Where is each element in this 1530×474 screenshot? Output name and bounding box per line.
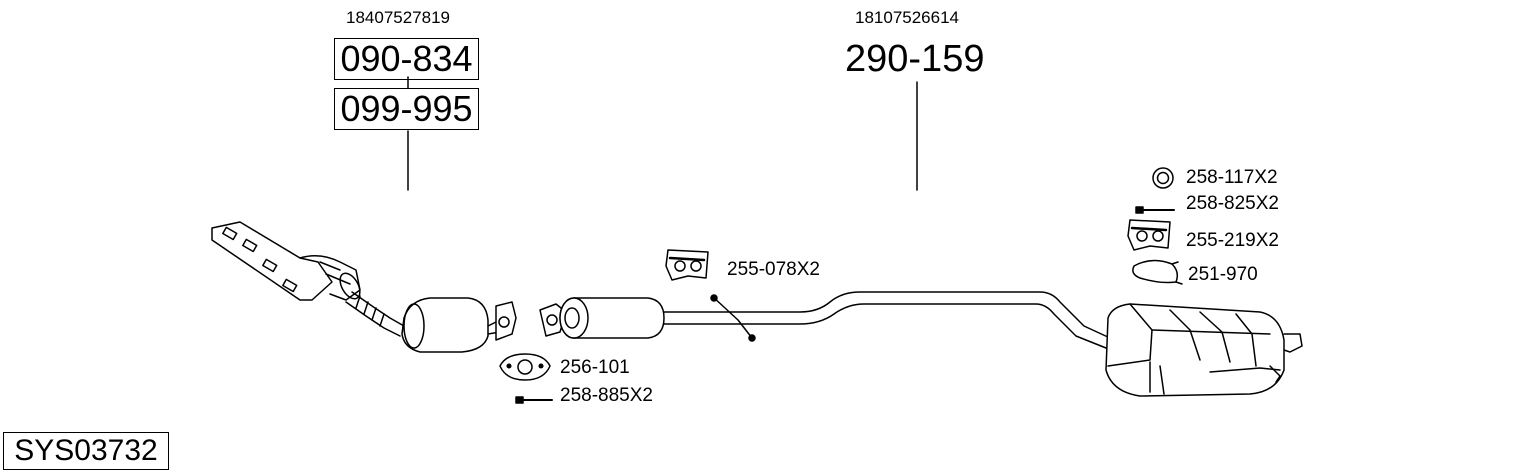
- catalytic-converter-drawing: [401, 297, 517, 353]
- gasket-label[interactable]: 256-101: [560, 357, 630, 378]
- oem-number-left: 18407527819: [346, 8, 451, 27]
- clamp-drawing: [1132, 259, 1183, 285]
- rear-hanger-drawing: [1127, 219, 1171, 251]
- rear-bolt-label[interactable]: 258-825X2: [1186, 193, 1279, 214]
- middle-hanger-drawing: [665, 249, 709, 281]
- middle-hanger-label[interactable]: 255-078X2: [727, 259, 820, 280]
- ring-label[interactable]: 258-117X2: [1186, 167, 1278, 188]
- bolt-drawing-rear: [1135, 206, 1175, 214]
- system-id-box: SYS03732: [3, 432, 169, 470]
- downpipe-drawing: [345, 291, 405, 337]
- ring-drawing: [1152, 167, 1174, 189]
- middle-silencer-drawing: [539, 297, 665, 339]
- front-bolt-label[interactable]: 258-885X2: [560, 385, 653, 406]
- bolt-drawing-front: [515, 396, 553, 404]
- part-number-rear[interactable]: 290-159: [845, 38, 985, 80]
- part-number-box-front-a[interactable]: 090-834: [334, 38, 479, 80]
- middle-pipe-drawing: [663, 291, 1111, 349]
- oem-number-right: 18107526614: [855, 8, 960, 27]
- rear-muffler-drawing: [1105, 303, 1303, 397]
- part-number-box-front-b[interactable]: 099-995: [334, 88, 479, 130]
- clamp-label[interactable]: 251-970: [1188, 264, 1258, 285]
- rear-hanger-label[interactable]: 255-219X2: [1186, 230, 1279, 251]
- exhaust-manifold-drawing: [211, 221, 361, 301]
- gasket-drawing: [499, 353, 551, 381]
